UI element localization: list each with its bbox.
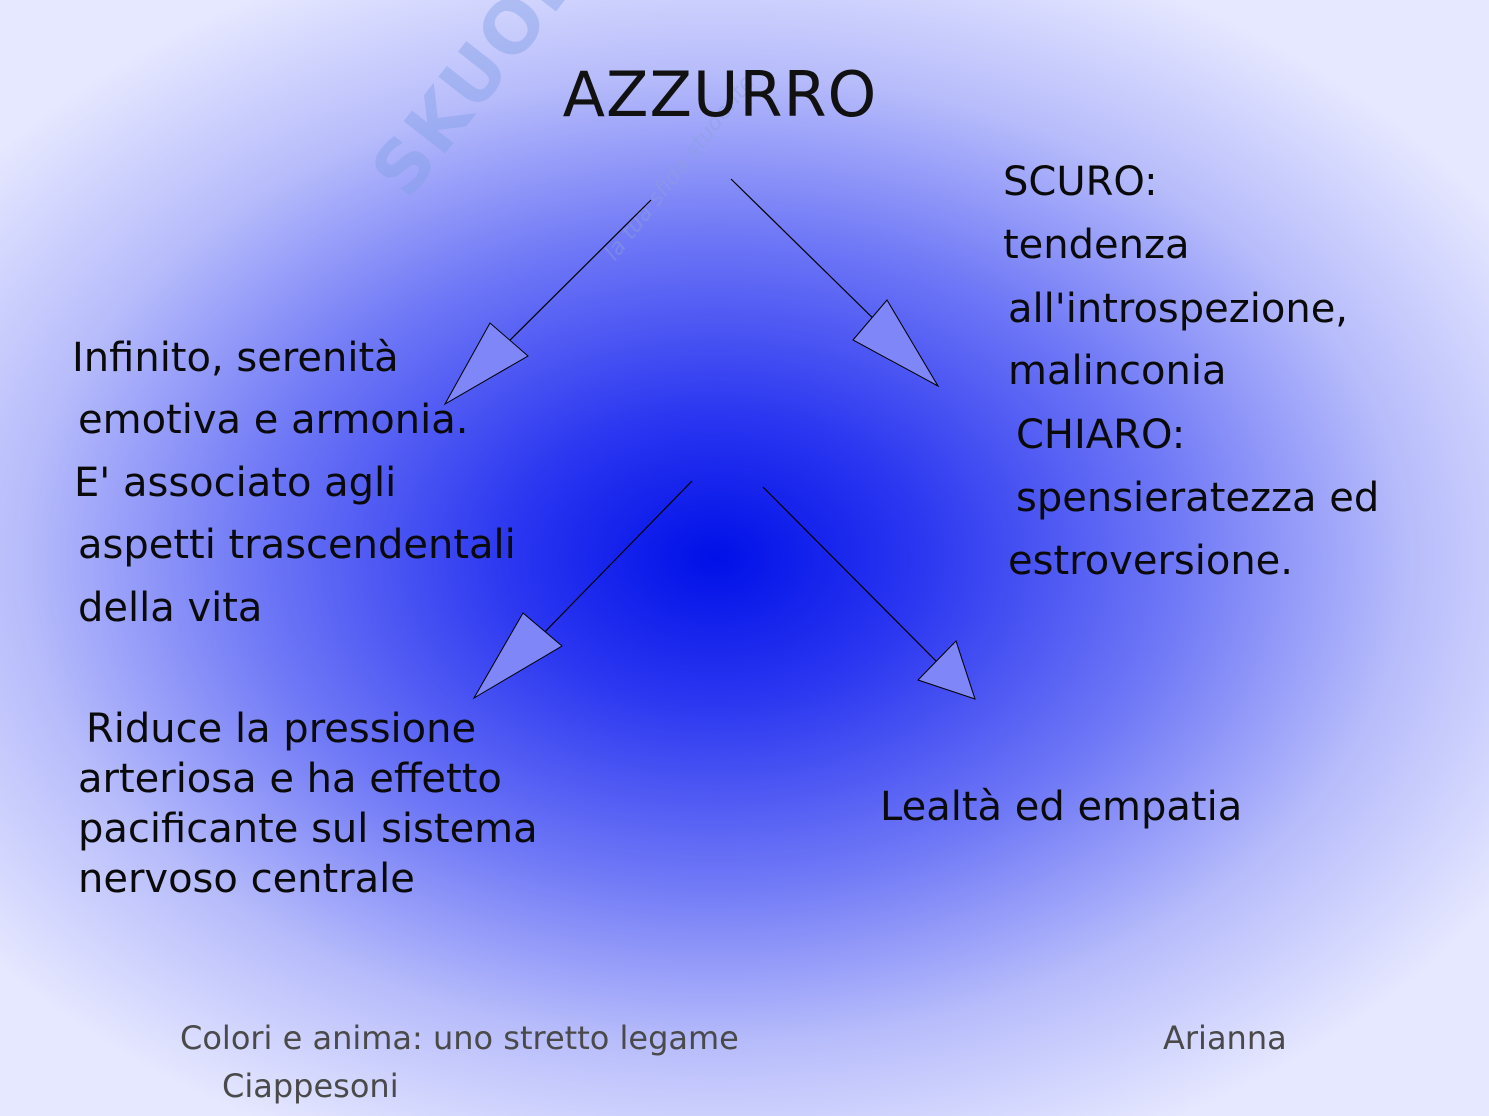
arrowhead-bottom-right [917, 640, 976, 700]
text-line: della vita [78, 585, 263, 631]
footer-left: Colori e anima: uno stretto legame [180, 1019, 739, 1057]
text-line: arteriosa e ha effetto [78, 756, 502, 802]
text-line: pacificante sul sistema [78, 806, 538, 852]
text-line: all'introspezione, [1008, 286, 1349, 332]
text-line: SCURO: [1003, 159, 1158, 205]
text-line: Infinito, serenità [72, 335, 399, 381]
text-line: Lealtà ed empatia [880, 784, 1243, 830]
text-line: malinconia [1008, 348, 1227, 394]
text-line: nervoso centrale [78, 856, 415, 902]
arrow-line-bottom-left [534, 480, 693, 643]
arrow-line-bottom-right [762, 486, 938, 663]
arrowhead-top-left [443, 322, 529, 406]
arrowhead-bottom-left [472, 612, 563, 700]
text-line: E' associato agli [74, 460, 397, 506]
footer-right: Arianna [1163, 1019, 1287, 1057]
slide-title: AZZURRO [562, 58, 878, 131]
text-line: spensieratezza ed [1016, 475, 1380, 521]
arrowhead-top-right [852, 299, 940, 388]
text-line: aspetti trascendentali [78, 522, 516, 568]
text-line: emotiva e armonia. [78, 397, 469, 443]
arrow-line-top-right [730, 178, 886, 331]
arrow-line-top-left [491, 199, 652, 359]
footer-second-line: Ciappesoni [222, 1067, 399, 1105]
text-line: CHIARO: [1016, 412, 1186, 458]
text-line: estroversione. [1008, 538, 1293, 584]
text-line: Riduce la pressione [86, 706, 477, 752]
text-line: tendenza [1003, 222, 1190, 268]
